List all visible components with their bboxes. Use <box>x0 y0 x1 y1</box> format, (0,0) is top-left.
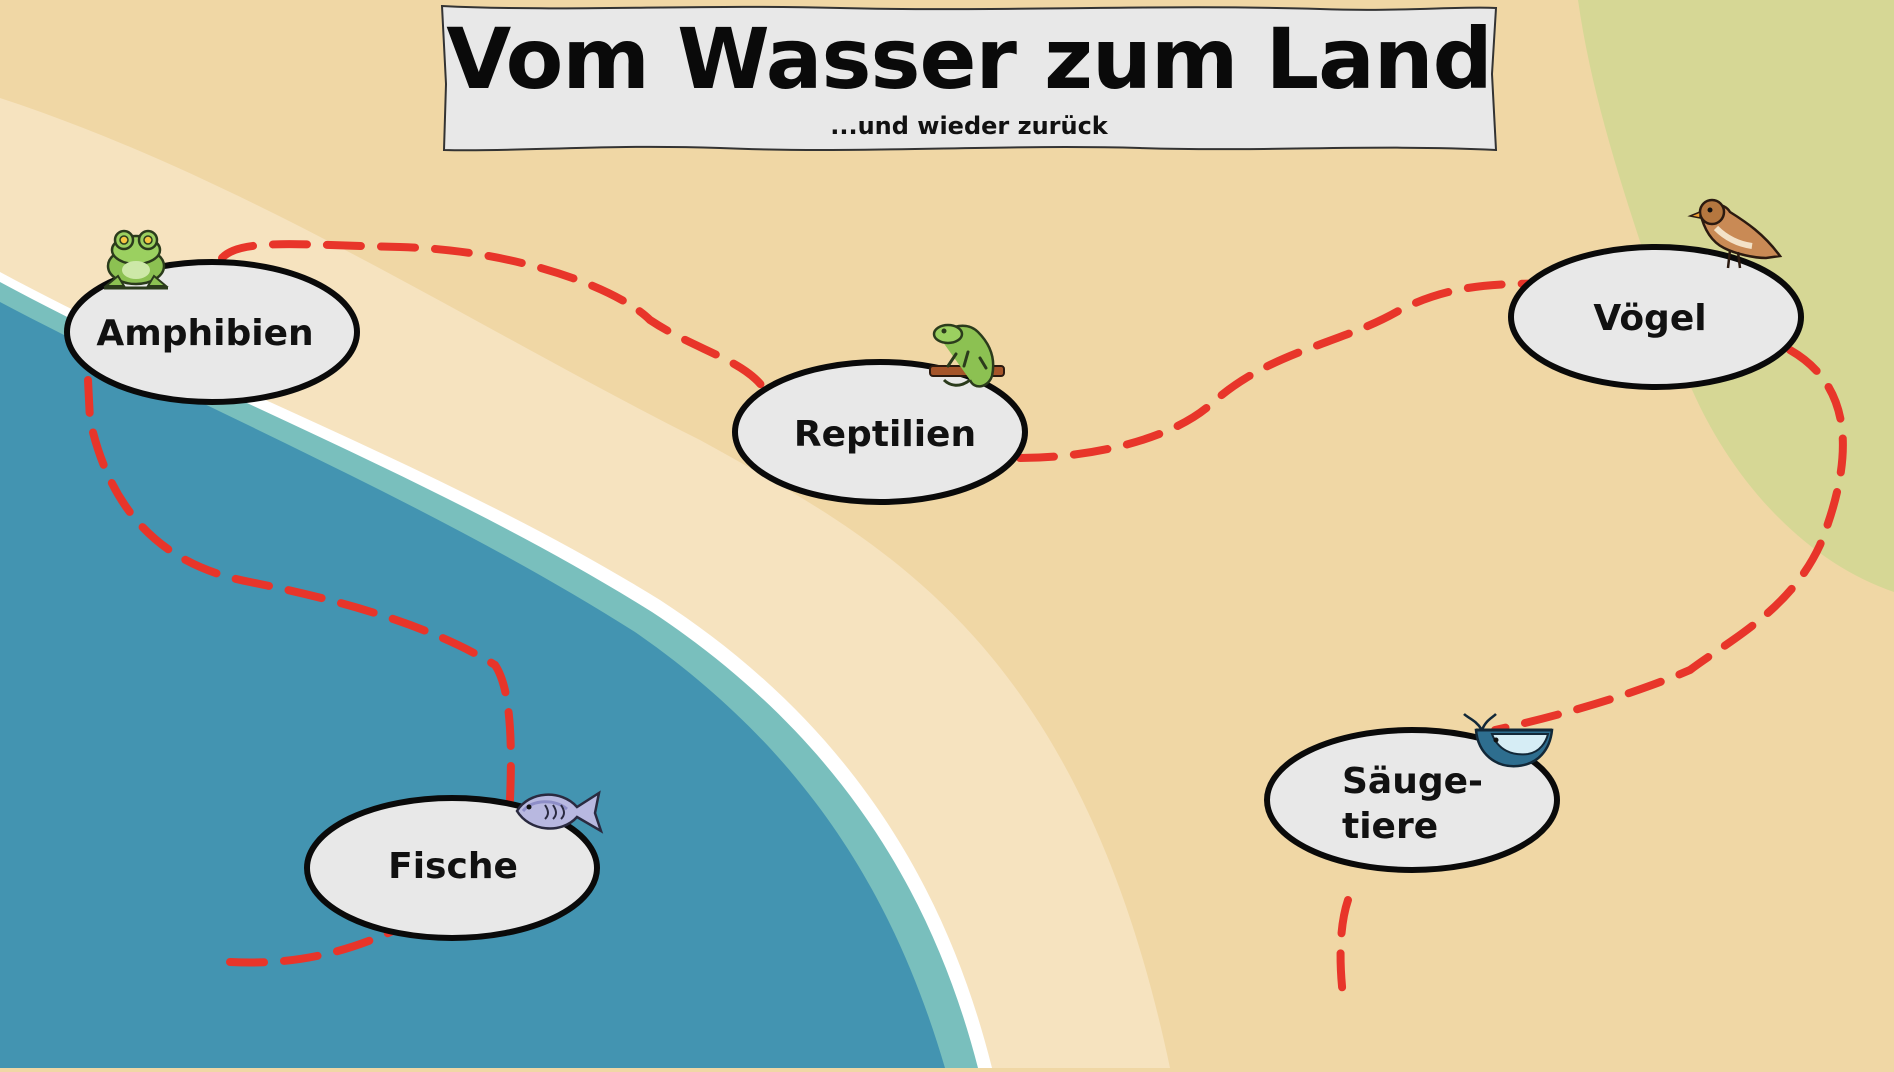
node-fische[interactable]: Fische <box>304 795 600 941</box>
evolution-path <box>84 240 1847 1000</box>
lizard-icon <box>929 323 1005 388</box>
node-amphibien[interactable]: Amphibien <box>64 259 360 405</box>
path-amphibien-to-reptilien <box>218 240 769 394</box>
page-subtitle: ...und wieder zurück <box>830 112 1108 140</box>
bird-icon <box>1687 198 1783 269</box>
frog-icon <box>103 229 169 290</box>
title-banner: Vom Wasser zum Land ...und wieder zurück <box>440 4 1498 154</box>
page-title: Vom Wasser zum Land <box>446 10 1492 108</box>
node-reptilien[interactable]: Reptilien <box>732 359 1028 505</box>
node-amphibien-label: Amphibien <box>96 313 313 354</box>
node-reptilien-label: Reptilien <box>794 414 976 455</box>
path-voegel-to-saeugetiere <box>1491 346 1847 734</box>
node-saeugetiere[interactable]: Säuge- tiere <box>1264 727 1560 873</box>
node-voegel[interactable]: Vögel <box>1508 244 1804 390</box>
fish-icon <box>515 790 604 834</box>
node-saeugetiere-label-line2: tiere <box>1342 806 1438 847</box>
path-fische-to-start <box>226 926 399 967</box>
path-saeugetiere-to-end <box>1336 896 1352 1000</box>
node-saeugetiere-label-line1: Säuge- <box>1342 761 1483 802</box>
node-voegel-label: Vögel <box>1593 298 1706 339</box>
path-reptilien-to-voegel <box>1016 279 1554 462</box>
water-area <box>0 302 945 1068</box>
node-fische-label: Fische <box>388 846 518 887</box>
whale-icon <box>1463 713 1554 768</box>
path-fische-to-amphibien <box>84 376 515 804</box>
